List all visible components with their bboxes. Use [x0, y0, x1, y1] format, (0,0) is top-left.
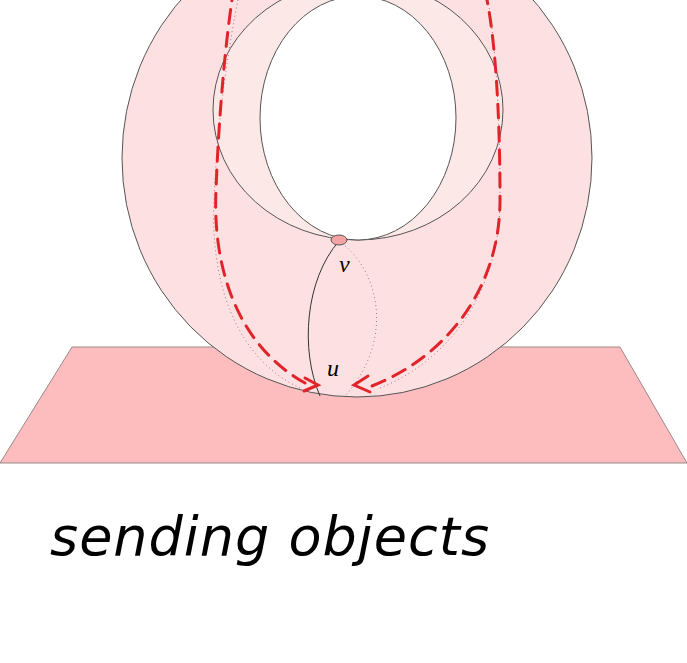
point-v: [331, 235, 347, 245]
longitude-hidden-right: [380, 0, 500, 388]
torus-outer: [122, 0, 592, 397]
red-arrowhead-right: [354, 376, 370, 392]
handwritten-note: sending objects: [50, 505, 490, 568]
red-arrowhead-left: [304, 378, 318, 391]
point-label: u: [325, 356, 341, 380]
point-label: v: [337, 252, 352, 276]
red-loop-left: [216, 0, 305, 383]
torus-inner-rim: [213, 0, 503, 240]
torus-hole: [260, 0, 456, 240]
longitude-hidden-left: [214, 0, 300, 388]
red-loop-right: [372, 0, 500, 386]
